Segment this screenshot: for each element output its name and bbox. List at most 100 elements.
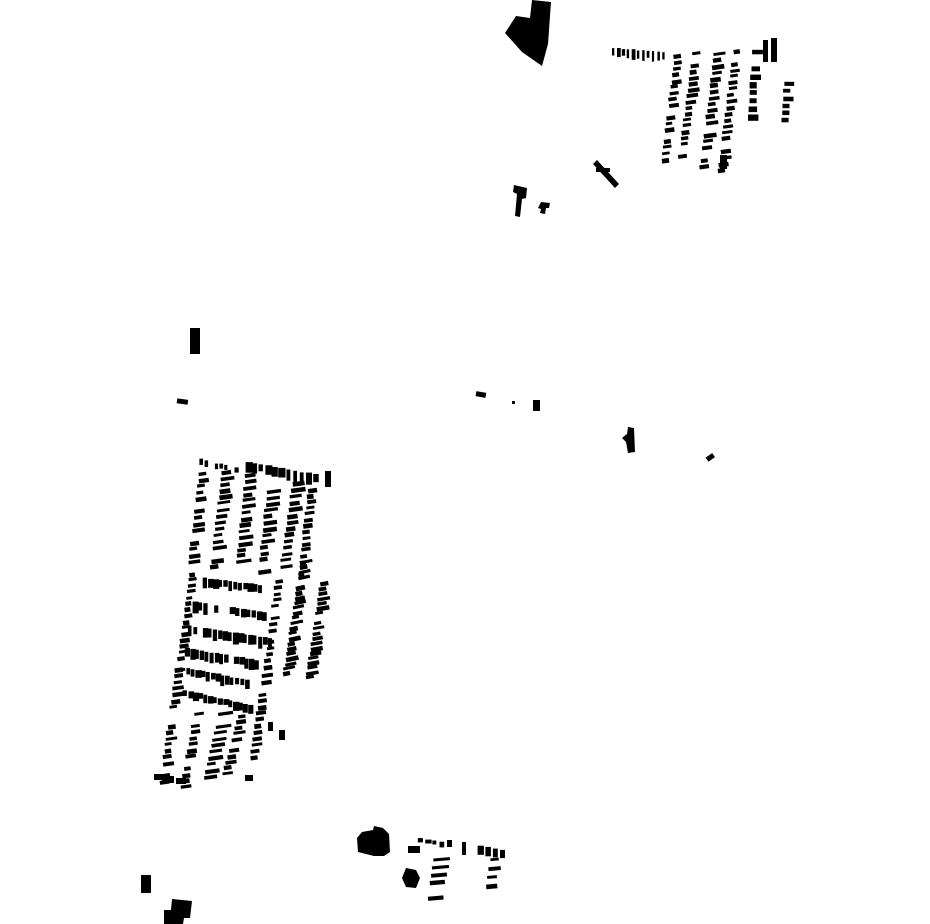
- building: [237, 547, 247, 553]
- building: [242, 634, 247, 644]
- building: [298, 574, 311, 581]
- building: [672, 66, 681, 71]
- building: [193, 508, 205, 514]
- building: [164, 742, 172, 746]
- building: [533, 400, 540, 411]
- building: [728, 86, 738, 91]
- building: [215, 723, 232, 729]
- building: [280, 557, 292, 562]
- building: [244, 658, 249, 669]
- building: [749, 90, 757, 95]
- building: [203, 603, 208, 615]
- building: [717, 167, 726, 174]
- building: [439, 841, 445, 848]
- building: [184, 606, 191, 613]
- building: [220, 675, 225, 687]
- building: [705, 120, 719, 126]
- building: [666, 115, 676, 121]
- building: [271, 467, 278, 477]
- building: [290, 619, 304, 626]
- building: [488, 866, 501, 872]
- building: [214, 463, 218, 470]
- building: [299, 558, 313, 565]
- building: [227, 632, 232, 642]
- building: [622, 427, 635, 453]
- building: [257, 698, 268, 704]
- building-cluster-center-top: [513, 160, 619, 217]
- building: [686, 92, 699, 99]
- building: [720, 148, 732, 155]
- building: [291, 614, 300, 620]
- building: [749, 82, 757, 89]
- building: [192, 527, 206, 534]
- building: [258, 636, 263, 649]
- building: [486, 883, 498, 890]
- building: [289, 500, 300, 507]
- building: [208, 754, 224, 762]
- building: [251, 742, 263, 747]
- building: [726, 92, 735, 98]
- building: [193, 514, 203, 520]
- building: [224, 654, 229, 663]
- building: [263, 513, 273, 519]
- building: [252, 736, 263, 742]
- building: [211, 742, 226, 748]
- building: [217, 698, 223, 705]
- building: [162, 776, 174, 783]
- building: [273, 592, 281, 597]
- building: [305, 670, 319, 677]
- building: [677, 153, 688, 159]
- building: [312, 631, 321, 637]
- building: [408, 846, 420, 853]
- building: [513, 185, 527, 217]
- building: [302, 536, 311, 541]
- building: [783, 88, 791, 93]
- building: [651, 51, 655, 62]
- building: [244, 478, 257, 485]
- building: [167, 724, 176, 730]
- building: [492, 848, 498, 858]
- building: [661, 157, 670, 164]
- building: [173, 680, 183, 685]
- building: [709, 82, 719, 89]
- building: [681, 129, 690, 136]
- building: [169, 704, 178, 709]
- building: [239, 521, 252, 529]
- building: [301, 542, 311, 548]
- building: [234, 725, 243, 731]
- building: [721, 129, 733, 135]
- building: [701, 145, 713, 151]
- building: [260, 551, 270, 557]
- building: [187, 625, 192, 635]
- building: [709, 89, 719, 95]
- building: [190, 723, 200, 729]
- building: [690, 63, 700, 69]
- building: [263, 664, 273, 671]
- building: [319, 580, 329, 587]
- building: [213, 532, 223, 537]
- building: [703, 132, 717, 139]
- building-cluster-south-center: [357, 826, 420, 888]
- building: [268, 628, 277, 634]
- building: [512, 401, 515, 404]
- building: [188, 559, 201, 565]
- building: [313, 620, 322, 626]
- building: [286, 645, 297, 653]
- building: [202, 628, 209, 638]
- building: [222, 771, 234, 776]
- building: [292, 604, 305, 610]
- building: [208, 578, 214, 588]
- building: [261, 612, 267, 621]
- building: [596, 168, 610, 172]
- building: [154, 774, 164, 780]
- building: [231, 737, 243, 743]
- building: [285, 526, 296, 532]
- building: [199, 650, 204, 660]
- building: [225, 759, 237, 765]
- building: [309, 650, 322, 657]
- building: [662, 144, 672, 149]
- building: [241, 510, 251, 515]
- building: [752, 49, 763, 55]
- building: [240, 516, 253, 523]
